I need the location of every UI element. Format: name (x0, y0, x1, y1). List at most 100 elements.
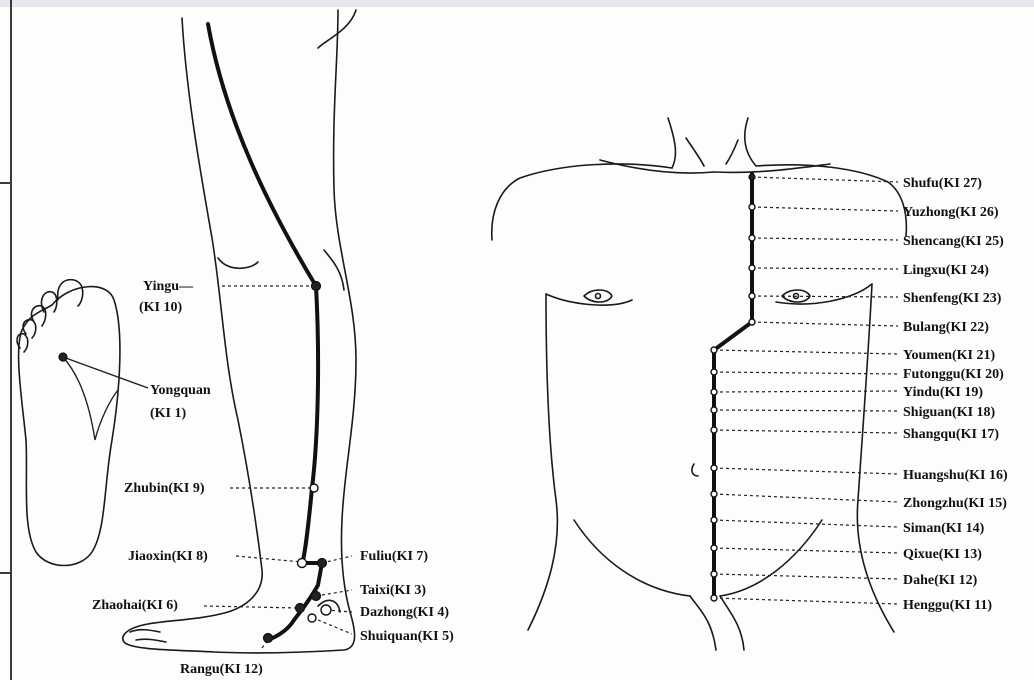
ki24-leader (752, 268, 898, 269)
side-right (857, 284, 894, 632)
taixi-point (312, 592, 321, 601)
ki17-point (711, 427, 717, 433)
ki22-point (749, 319, 755, 325)
zhaohai-leader (204, 606, 298, 608)
dazhong-label: Dazhong(KI 4) (360, 605, 449, 620)
ki26-leader (752, 207, 898, 211)
side-left (528, 294, 557, 630)
ki19-leader (714, 391, 898, 392)
ki13-point (711, 545, 717, 551)
zhubin-label: Zhubin(KI 9) (124, 481, 205, 496)
areola-left (596, 294, 601, 299)
groin-left (574, 520, 690, 596)
trunk-label-ki27: Shufu(KI 27) (903, 176, 982, 191)
foot-toes (130, 630, 166, 642)
fuliu-point (318, 559, 327, 568)
ki22-leader (752, 322, 898, 326)
yongquan-label: Yongquan (150, 383, 211, 398)
trunk-label-ki12: Dahe(KI 12) (903, 573, 978, 588)
foot-sole-figure (17, 280, 148, 566)
zhaohai-label: Zhaohai(KI 6) (92, 598, 178, 613)
ki23-leader (752, 296, 898, 297)
dazhong-point (321, 605, 331, 615)
ki20-leader (714, 372, 898, 374)
ki21-leader (714, 350, 898, 354)
ki15-point (711, 491, 717, 497)
rangu-point (264, 634, 273, 643)
zhaohai-point (296, 604, 305, 613)
trunk-points (711, 174, 755, 601)
ki15-leader (714, 494, 898, 502)
trunk-label-ki22: Bulang(KI 22) (903, 320, 989, 335)
ki20-point (711, 369, 717, 375)
neck-right (745, 118, 756, 166)
zhubin-point (310, 484, 318, 492)
trunk-label-ki20: Futonggu(KI 20) (903, 367, 1004, 382)
jiaoxin-label: Jiaoxin(KI 8) (128, 549, 208, 564)
yingu-code-label: (KI 10) (139, 300, 183, 315)
shoulder-right (756, 165, 906, 236)
yongquan-point (59, 353, 67, 361)
ki26-point (749, 204, 755, 210)
shuiquan-leader (318, 620, 352, 634)
neck-left (668, 118, 675, 168)
yongquan-branch-line (63, 357, 118, 440)
ki11-point (711, 595, 717, 601)
ki13-leader (714, 548, 898, 553)
fuliu-label: Fuliu(KI 7) (360, 549, 428, 564)
shoulder-left (492, 164, 672, 240)
navel (692, 464, 698, 476)
trunk-label-ki15: Zhongzhu(KI 15) (903, 496, 1007, 511)
collar-notch-left (686, 138, 704, 166)
kidney-meridian-leg (208, 24, 322, 640)
pubic-curve (690, 596, 716, 650)
ki16-leader (714, 468, 898, 474)
yongquan-leader (63, 357, 148, 388)
trunk-label-ki24: Lingxu(KI 24) (903, 263, 989, 278)
rangu-label: Rangu(KI 12) (180, 662, 263, 677)
torso-figure (492, 118, 907, 650)
ki12-point (711, 571, 717, 577)
trunk-label-ki21: Youmen(KI 21) (903, 348, 996, 363)
ki11-leader (714, 598, 898, 604)
trunk-label-ki18: Shiguan(KI 18) (903, 405, 996, 420)
taixi-label: Taixi(KI 3) (360, 583, 426, 598)
ki14-point (711, 517, 717, 523)
pubic-curve-2 (720, 596, 744, 650)
ki18-leader (714, 410, 898, 411)
trunk-label-ki13: Qixue(KI 13) (903, 547, 982, 562)
ki19-point (711, 389, 717, 395)
kidney-meridian-trunk (714, 174, 752, 598)
ki18-point (711, 407, 717, 413)
knee-contour-2 (324, 250, 344, 290)
ki16-point (711, 465, 717, 471)
yingu-label: Yingu— (143, 279, 194, 294)
ki12-leader (714, 574, 898, 579)
jiaoxin-leader (236, 556, 302, 562)
trunk-label-ki23: Shenfeng(KI 23) (903, 291, 1002, 306)
ki23-point (749, 293, 755, 299)
jiaoxin-point (298, 559, 307, 568)
yongquan-code-label: (KI 1) (150, 406, 187, 421)
ki25-point (749, 235, 755, 241)
trunk-label-ki17: Shangqu(KI 17) (903, 427, 999, 442)
sole-outline (19, 287, 120, 566)
trunk-label-ki11: Henggu(KI 11) (903, 598, 992, 613)
collar-notch-right (726, 140, 738, 164)
ki17-leader (714, 430, 898, 433)
knee-contour (218, 258, 258, 268)
trunk-label-ki16: Huangshu(KI 16) (903, 468, 1008, 483)
ki21-point (711, 347, 717, 353)
ki27-point (749, 174, 755, 180)
trunk-label-ki25: Shencang(KI 25) (903, 234, 1004, 249)
trunk-label-ki19: Yindu(KI 19) (903, 385, 983, 400)
shuiquan-point (308, 614, 316, 622)
ki14-leader (714, 520, 898, 527)
toe-big (58, 280, 83, 306)
trunk-leaders (714, 177, 898, 604)
yingu-point (312, 282, 321, 291)
groin-right (720, 520, 822, 596)
ki25-leader (752, 238, 898, 240)
